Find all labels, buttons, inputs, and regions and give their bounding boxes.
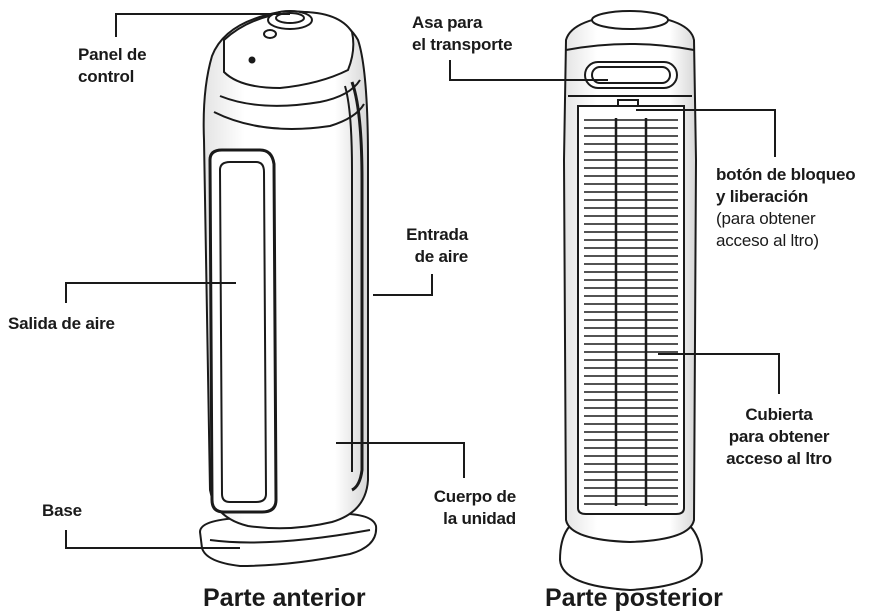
caption-front: Parte anterior [203, 584, 366, 612]
filter-grille [584, 119, 678, 505]
label-boton-bloqueo: botón de bloqueo y liberación (para obte… [716, 164, 856, 252]
label-base: Base [42, 500, 82, 522]
front-unit [198, 10, 378, 568]
grille-lines [584, 119, 678, 505]
label-boton-bloqueo-note-line1: (para obtener [716, 209, 816, 228]
label-asa-transporte: Asa para el transporte [412, 12, 513, 56]
label-salida-aire-text: Salida de aire [8, 314, 115, 333]
label-boton-bloqueo-line2: y liberación [716, 187, 809, 206]
leader-cubierta [658, 353, 780, 394]
label-boton-bloqueo-line1: botón de bloqueo [716, 165, 856, 184]
leader-panel-control [115, 13, 290, 37]
label-entrada-aire-line2: de aire [414, 247, 469, 266]
back-unit [558, 10, 704, 592]
label-base-text: Base [42, 501, 82, 520]
label-cubierta: Cubierta para obtener acceso al ltro [708, 404, 850, 470]
label-asa-transporte-line2: el transporte [412, 35, 513, 54]
label-cuerpo-unidad: Cuerpo de la unidad [400, 486, 516, 530]
leader-lines [65, 13, 780, 549]
label-cuerpo-unidad-line1: Cuerpo de [433, 487, 516, 506]
label-cubierta-line1: Cubierta [745, 405, 813, 424]
leader-entrada-aire [373, 274, 433, 296]
label-cubierta-line2: para obtener [728, 427, 830, 446]
label-entrada-aire-line1: Entrada [406, 225, 468, 244]
label-panel-control-line2: control [78, 67, 135, 86]
leader-salida-aire [65, 282, 236, 303]
leader-asa-transporte [449, 60, 608, 81]
label-boton-bloqueo-note-line2: acceso al ltro) [716, 231, 819, 250]
carry-handle [584, 61, 678, 89]
label-cuerpo-unidad-line2: la unidad [443, 509, 516, 528]
label-panel-control: Panel de control [78, 44, 147, 88]
leader-base [65, 530, 240, 549]
leader-cuerpo-unidad [336, 442, 465, 478]
label-panel-control-line1: Panel de [78, 45, 147, 64]
label-entrada-aire: Entrada de aire [378, 224, 468, 268]
label-cubierta-line3: acceso al ltro [726, 449, 832, 468]
label-asa-transporte-line1: Asa para [412, 13, 483, 32]
caption-back: Parte posterior [545, 584, 723, 612]
front-outlet-panel [208, 148, 278, 514]
label-salida-aire: Salida de aire [8, 313, 115, 335]
leader-boton-bloqueo [636, 109, 776, 157]
